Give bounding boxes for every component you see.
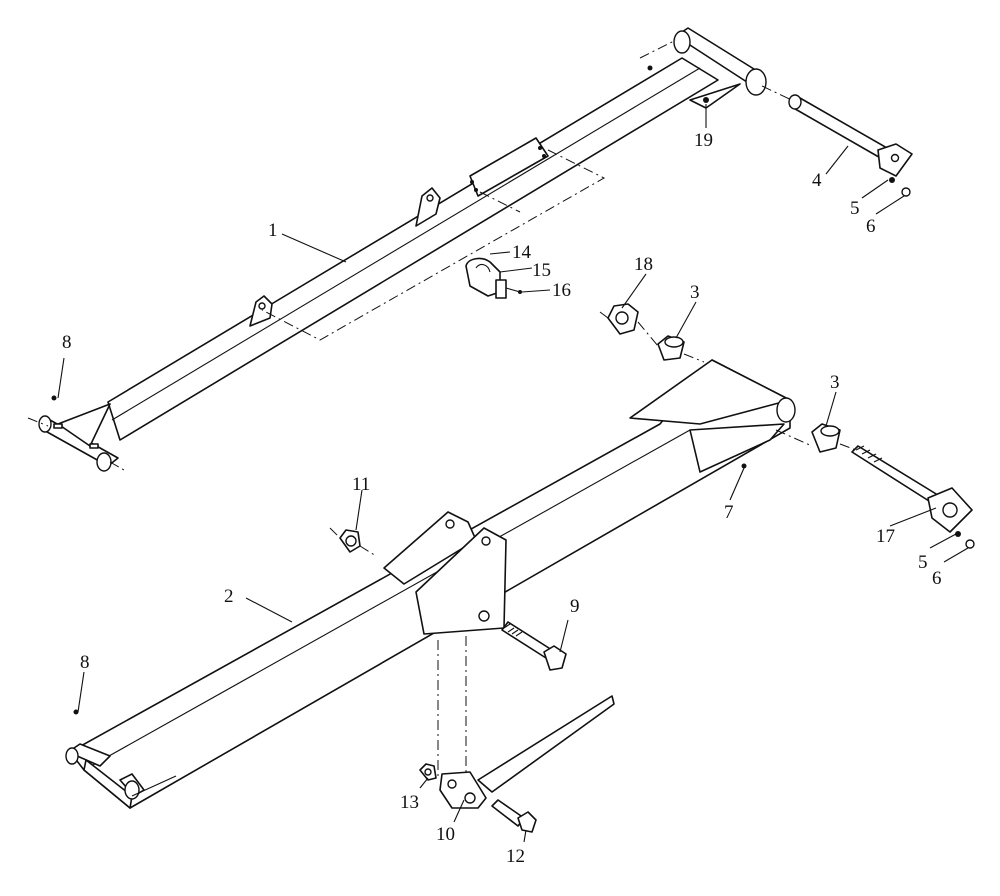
callout-9: 9 <box>570 596 580 617</box>
fitting-8-lower <box>73 709 79 715</box>
nut-6-top <box>901 187 911 197</box>
centerline <box>839 443 857 451</box>
centerline <box>27 417 49 427</box>
callout-16: 16 <box>552 280 571 301</box>
fitting-7 <box>741 463 747 469</box>
callout-6-lower: 6 <box>932 568 942 589</box>
callout-10: 10 <box>436 824 455 845</box>
centerline <box>109 461 125 471</box>
fitting-8-upper <box>51 395 57 401</box>
callout-5-lower: 5 <box>918 552 928 573</box>
washer-5-top <box>889 177 895 183</box>
callout-15: 15 <box>532 260 551 281</box>
callout-1: 1 <box>268 220 278 241</box>
washer-5-lower <box>955 531 961 537</box>
nut-18 <box>607 303 639 335</box>
callout-12: 12 <box>506 846 525 867</box>
centerline <box>775 429 813 447</box>
nut-6-lower <box>965 539 975 549</box>
callout-4: 4 <box>812 170 822 191</box>
callout-19: 19 <box>694 130 713 151</box>
guide-line <box>261 149 606 341</box>
upper-frame-arm <box>38 27 767 472</box>
lever-10 <box>439 695 615 809</box>
callout-8-upper: 8 <box>62 332 72 353</box>
centerline <box>683 353 705 363</box>
bolt-12 <box>491 799 537 833</box>
bushing-3-lower <box>811 423 841 453</box>
callout-13: 13 <box>400 792 419 813</box>
bolt-9 <box>501 621 567 671</box>
leader-lines <box>57 104 969 843</box>
callout-7: 7 <box>724 502 734 523</box>
callout-11: 11 <box>352 474 370 495</box>
callout-5-top: 5 <box>850 198 860 219</box>
lower-frame-arm <box>65 359 796 809</box>
callout-8-lower: 8 <box>80 652 90 673</box>
callout-labels: 1 2 3 3 4 5 5 6 6 7 8 8 9 10 11 12 13 14… <box>62 130 942 867</box>
callout-3-lower: 3 <box>830 372 840 393</box>
bushing-3-top <box>657 335 685 361</box>
centerline <box>329 527 341 539</box>
callout-14: 14 <box>512 242 532 263</box>
nut-11 <box>339 529 361 553</box>
callout-2: 2 <box>224 586 234 607</box>
callout-17: 17 <box>876 526 895 547</box>
callout-3-top: 3 <box>690 282 700 303</box>
centerline <box>637 321 659 347</box>
pin-17 <box>851 445 973 533</box>
guide-line <box>479 191 521 213</box>
pivot-pin-4 <box>788 94 913 177</box>
callout-6-top: 6 <box>866 216 876 237</box>
centerline <box>359 545 377 557</box>
fitting-dot <box>647 65 653 71</box>
nut-13 <box>419 763 437 781</box>
centerline <box>599 311 609 319</box>
fitting-19 <box>703 97 709 103</box>
callout-18: 18 <box>634 254 653 275</box>
centerline <box>639 39 677 59</box>
clamp-assembly <box>465 257 522 299</box>
